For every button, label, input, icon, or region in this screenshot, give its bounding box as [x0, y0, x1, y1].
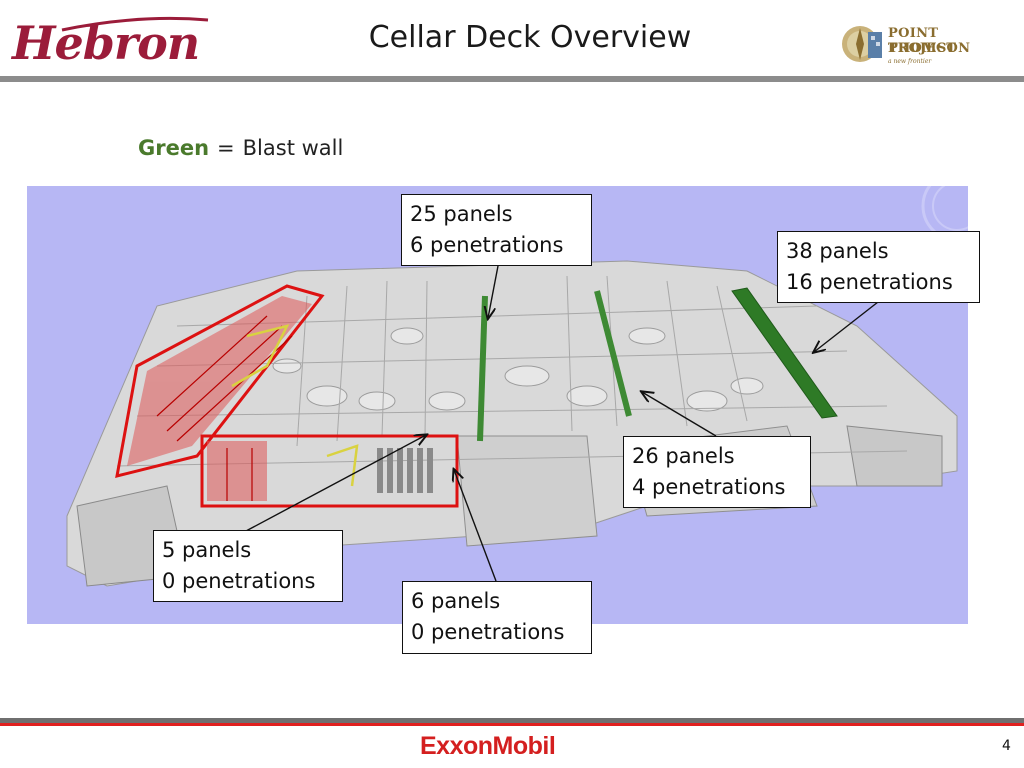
callout-penetrations: 0 penetrations: [162, 569, 316, 593]
logo-line-1: POINT THOMSON: [888, 26, 971, 56]
callout-38-panels: 38 panels 16 penetrations: [777, 231, 980, 303]
slide-header: Hebron Cellar Deck Overview POINT THOMSO…: [0, 0, 1024, 78]
hebron-logo-text: Hebron: [12, 16, 200, 70]
page-number: 4: [1002, 738, 1011, 754]
exxonmobil-logo: ExxonMobil: [420, 732, 556, 760]
footer-accent-line: [0, 723, 1024, 726]
callout-panels: 5 panels: [162, 538, 252, 562]
callout-panels: 26 panels: [632, 444, 735, 468]
callout-5-panels: 5 panels 0 penetrations: [153, 530, 343, 602]
logo-line-2: PROJECT: [888, 41, 956, 56]
callout-panels: 38 panels: [786, 239, 889, 263]
legend: Green = Blast wall: [138, 136, 343, 160]
logo-swoosh-icon: [61, 16, 209, 32]
callout-26-panels: 26 panels 4 penetrations: [623, 436, 811, 508]
logo-tagline: a new frontier: [888, 58, 932, 65]
hebron-logo: Hebron: [12, 14, 212, 72]
legend-equals: =: [217, 136, 235, 160]
callout-penetrations: 4 penetrations: [632, 475, 786, 499]
point-thomson-logo: POINT THOMSON PROJECT a new frontier: [838, 18, 998, 70]
callout-panels: 25 panels: [410, 202, 513, 226]
callout-6-panels: 6 panels 0 penetrations: [402, 581, 592, 654]
footer-divider: [0, 718, 1024, 723]
callout-penetrations: 0 penetrations: [411, 620, 565, 644]
legend-meaning: Blast wall: [242, 136, 344, 160]
slide-title: Cellar Deck Overview: [368, 20, 692, 55]
callout-panels: 6 panels: [411, 589, 501, 613]
callout-penetrations: 16 penetrations: [786, 270, 953, 294]
callout-25-panels: 25 panels 6 penetrations: [401, 194, 592, 266]
legend-color-word: Green: [138, 136, 210, 160]
compass-emblem-icon: [842, 26, 882, 62]
callout-penetrations: 6 penetrations: [410, 233, 564, 257]
header-divider: [0, 76, 1024, 82]
